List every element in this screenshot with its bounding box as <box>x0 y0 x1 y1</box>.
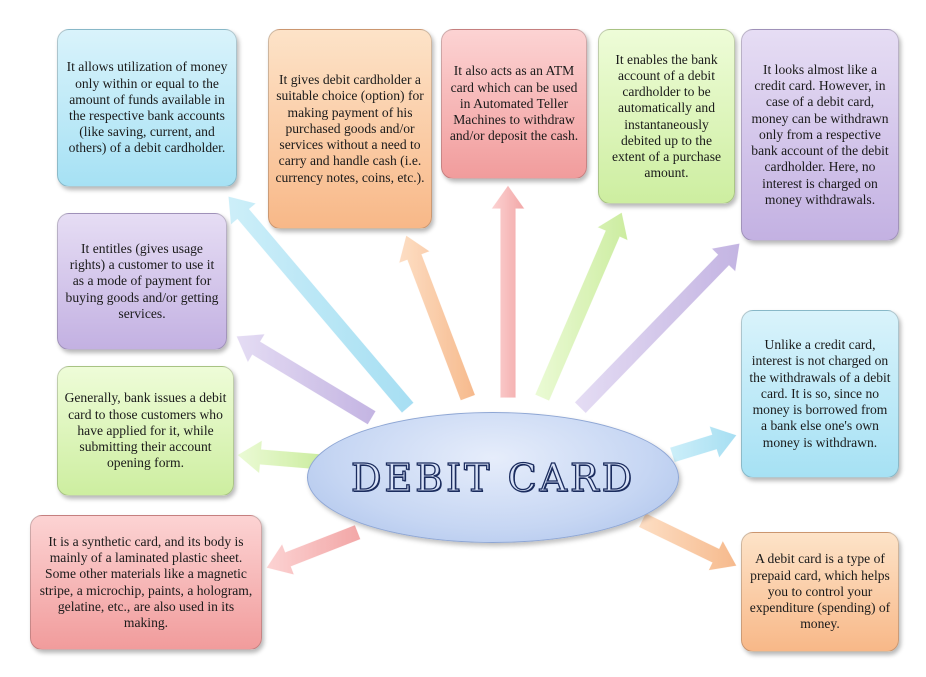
node-synthetic-card-text: It is a synthetic card, and its body is … <box>39 533 253 630</box>
node-credit-card-comparison: It looks almost like a credit card. Howe… <box>741 29 899 241</box>
arrow-to-atm-card <box>490 184 526 399</box>
node-prepaid-card-text: A debit card is a type of prepaid card, … <box>749 551 891 632</box>
arrow-to-no-interest <box>668 425 738 464</box>
central-topic-label: DEBIT CARD <box>350 455 636 500</box>
arrow-to-payment-choice <box>397 234 477 402</box>
arrow-to-utilization <box>227 195 415 414</box>
node-usage-rights-text: It entitles (gives usage rights) a custo… <box>65 240 219 321</box>
node-auto-debit-text: It enables the bank account of a debit c… <box>611 51 722 181</box>
arrow-to-prepaid-card <box>637 512 738 572</box>
node-atm-card-text: It also acts as an ATM card which can be… <box>449 63 579 144</box>
arrow-to-synthetic-card <box>265 523 362 576</box>
node-payment-choice: It gives debit cardholder a suitable cho… <box>268 29 432 229</box>
node-bank-issues-text: Generally, bank issues a debit card to t… <box>64 390 227 471</box>
node-utilization-text: It allows utilization of money only with… <box>66 59 228 156</box>
node-credit-card-comparison-text: It looks almost like a credit card. Howe… <box>751 62 889 207</box>
arrow-to-credit-card <box>573 242 741 415</box>
node-no-interest: Unlike a credit card, interest is not ch… <box>741 310 899 478</box>
node-no-interest-text: Unlike a credit card, interest is not ch… <box>749 337 891 450</box>
arrow-to-auto-debit <box>534 211 629 402</box>
node-auto-debit: It enables the bank account of a debit c… <box>598 29 735 204</box>
node-atm-card: It also acts as an ATM card which can be… <box>441 29 587 179</box>
node-utilization: It allows utilization of money only with… <box>57 29 237 187</box>
node-payment-choice-text: It gives debit cardholder a suitable cho… <box>275 72 425 185</box>
node-prepaid-card: A debit card is a type of prepaid card, … <box>741 532 899 652</box>
node-bank-issues: Generally, bank issues a debit card to t… <box>57 366 234 496</box>
node-synthetic-card: It is a synthetic card, and its body is … <box>30 515 262 650</box>
arrow-to-usage-rights <box>235 333 377 426</box>
central-topic: DEBIT CARD <box>307 412 679 543</box>
node-usage-rights: It entitles (gives usage rights) a custo… <box>57 213 227 350</box>
